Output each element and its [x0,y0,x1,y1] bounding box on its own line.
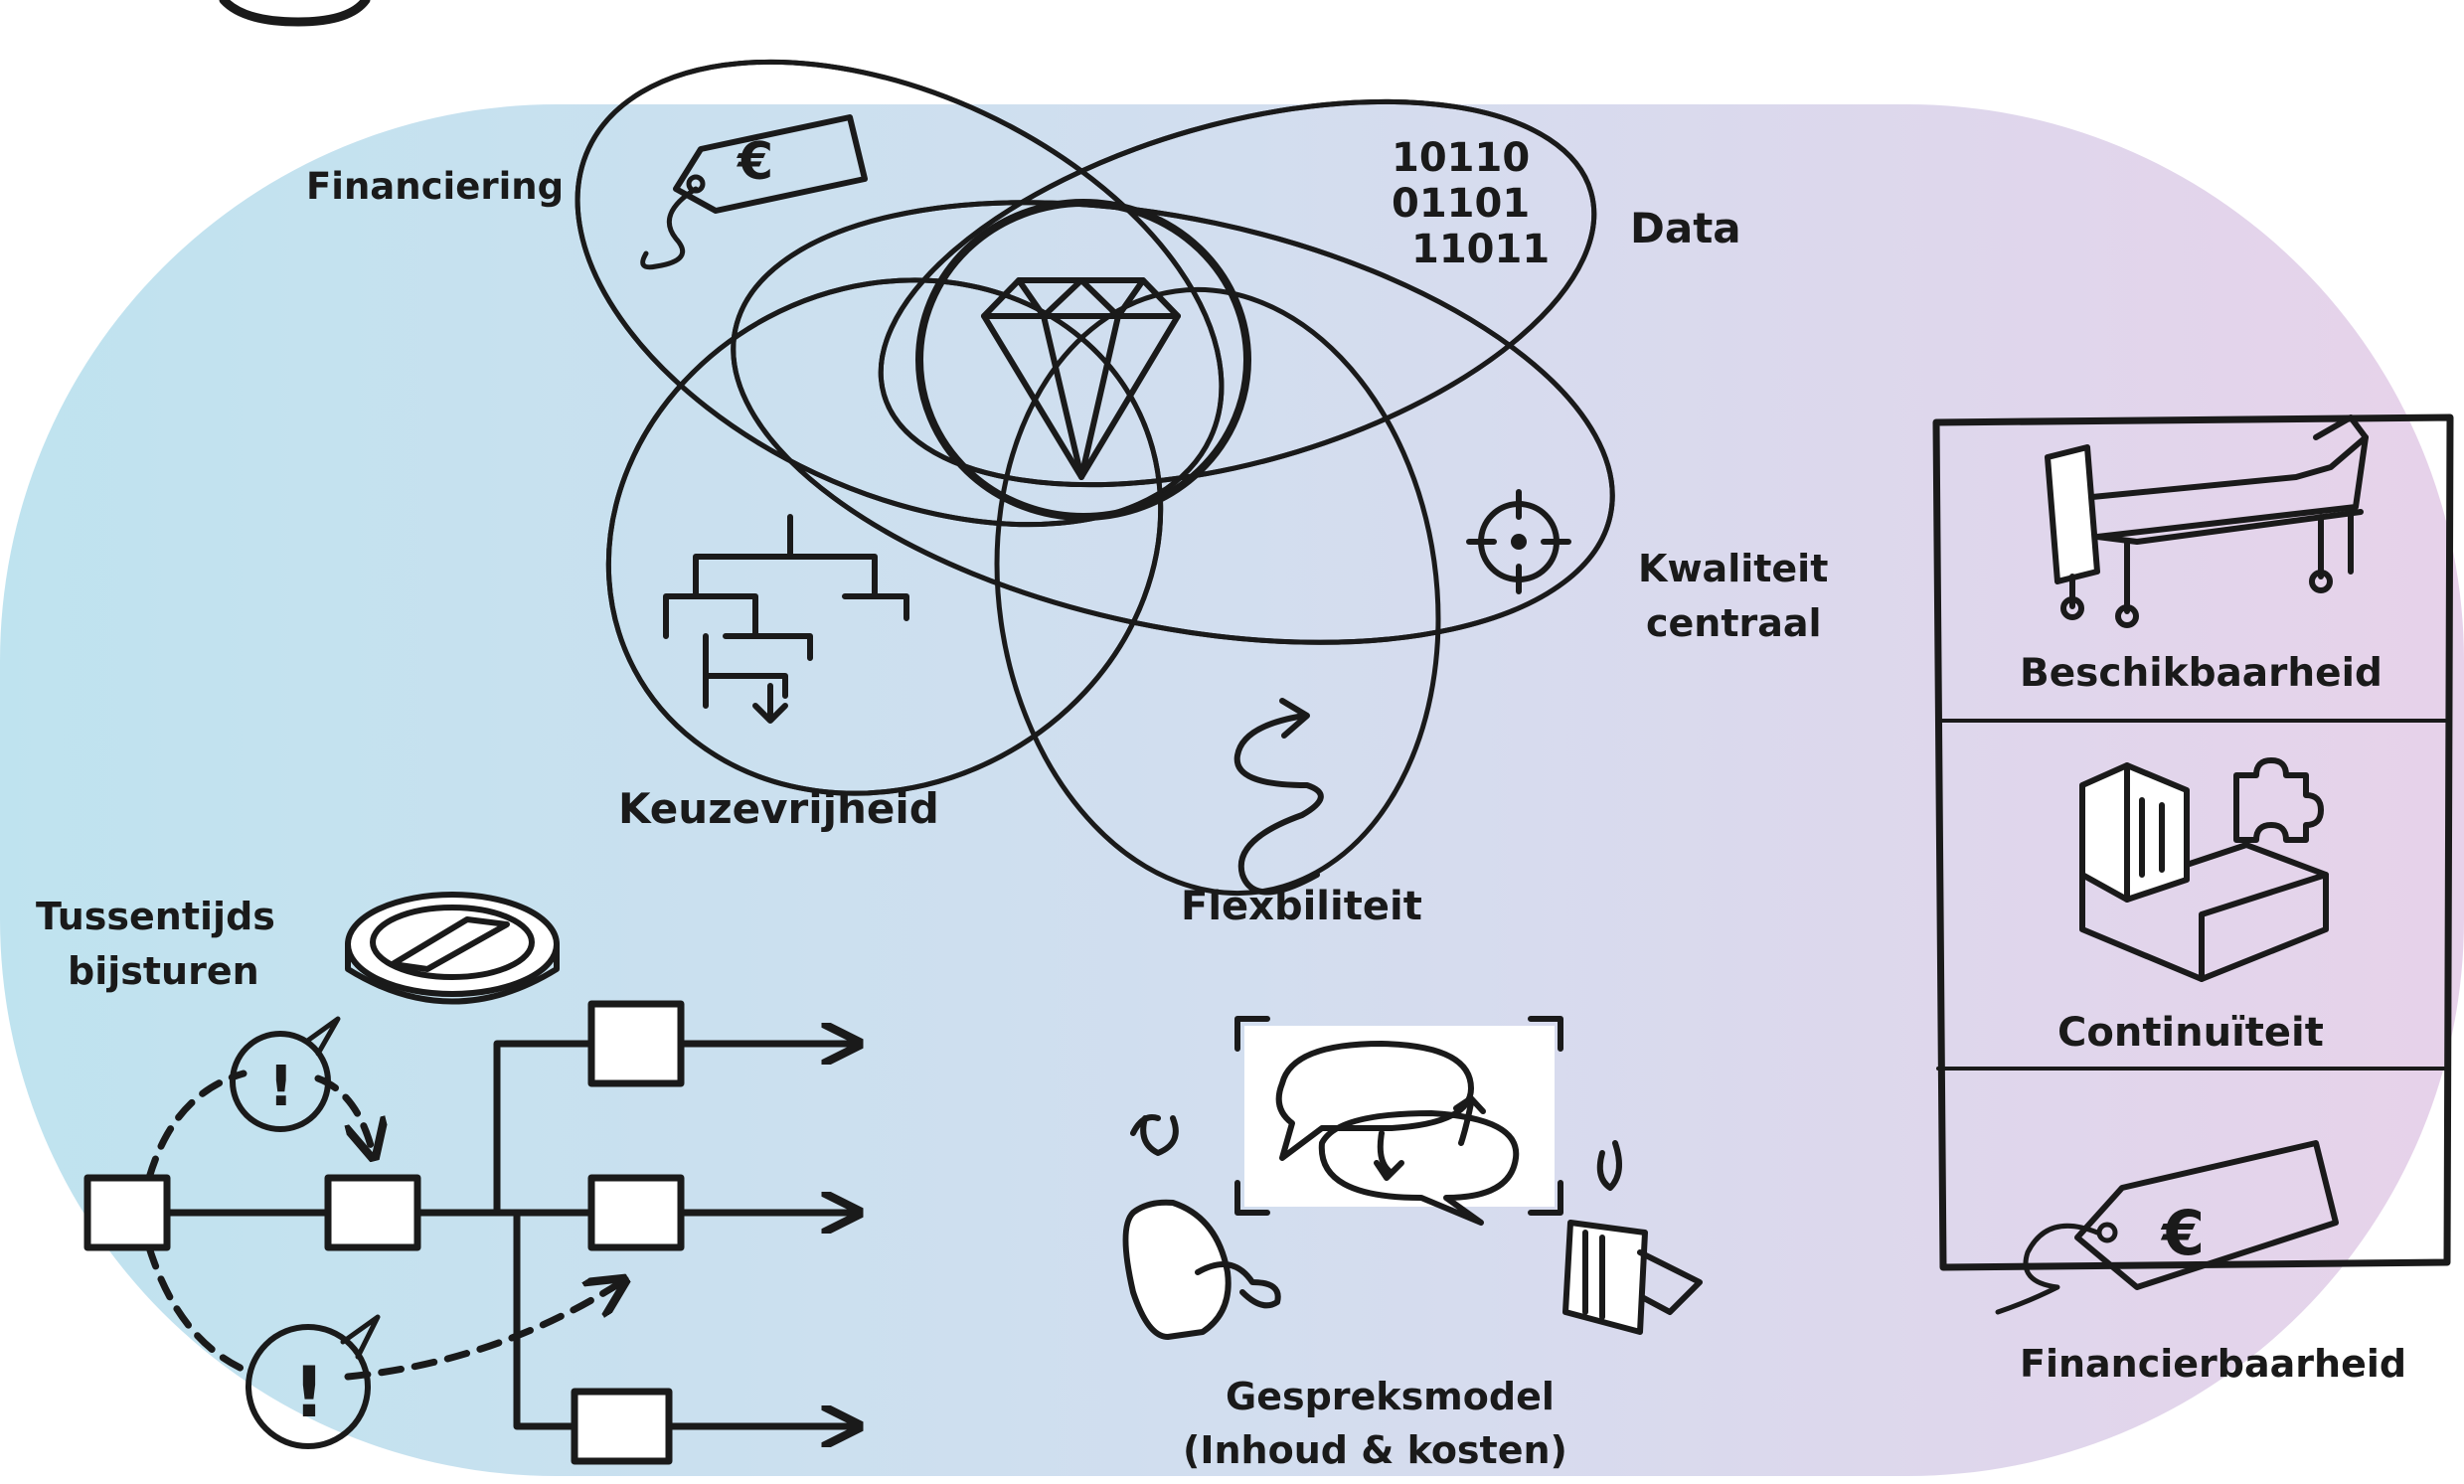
price-tag-icon: € [1995,1140,2339,1315]
binary-row: 01101 [1392,181,1530,227]
label-data: Data [1630,204,1741,252]
price-tag-icon: € [640,114,868,270]
hospital-bed-icon [2045,414,2369,628]
label-tussentijds-line1: Tussentijds [36,895,275,938]
right-panel [1932,413,2454,1271]
conversation-icon [1234,1016,1563,1226]
process-box [83,1174,171,1251]
label-financiering: Financiering [306,165,564,208]
label-gespreksmodel-line1: Gespreksmodel [1226,1375,1555,1418]
binary-row: 11011 [1411,227,1550,272]
diamond-icon [981,277,1181,480]
venn-ellipses [575,59,1615,897]
warning-bubble-icon: ! [246,1314,381,1449]
label-beschikbaarheid: Beschikbaarheid [2020,651,2382,696]
label-keuzevrijheid: Keuzevrijheid [618,784,939,833]
person-icon [1562,1140,1703,1335]
exclamation-mark: ! [293,1352,325,1433]
label-tussentijds-line2: bijsturen [68,949,259,993]
building-puzzle-icon [2079,757,2329,982]
corner-circle-icon [219,0,371,27]
process-box [587,1000,685,1087]
euro-symbol: € [2160,1197,2205,1269]
center-circle [915,199,1251,521]
person-icon [1122,1114,1281,1340]
binary-code-icon: 10110 01101 11011 [1392,135,1550,272]
crosshair-icon [1466,489,1571,594]
label-gespreksmodel-line2: (Inhoud & kosten) [1183,1428,1567,1472]
winding-arrow-icon [1233,698,1324,896]
process-box [324,1174,421,1251]
warning-bubble-icon: ! [230,1016,341,1132]
exclamation-mark: ! [268,1055,294,1119]
euro-symbol: € [737,132,773,192]
background-band [0,104,2464,1476]
process-box [587,1174,685,1251]
label-kwaliteit-line1: Kwaliteit [1638,547,1828,590]
process-flow [83,1000,855,1465]
decision-tree-icon [663,514,909,724]
compass-icon [345,892,560,1005]
label-flexibiliteit: Flexbiliteit [1181,884,1422,929]
binary-row: 10110 [1392,135,1530,181]
label-kwaliteit-line2: centraal [1646,601,1822,645]
label-continuiteit: Continuïteit [2057,1010,2324,1056]
process-box [571,1388,673,1465]
label-financierbaarheid: Financierbaarheid [2020,1342,2406,1386]
